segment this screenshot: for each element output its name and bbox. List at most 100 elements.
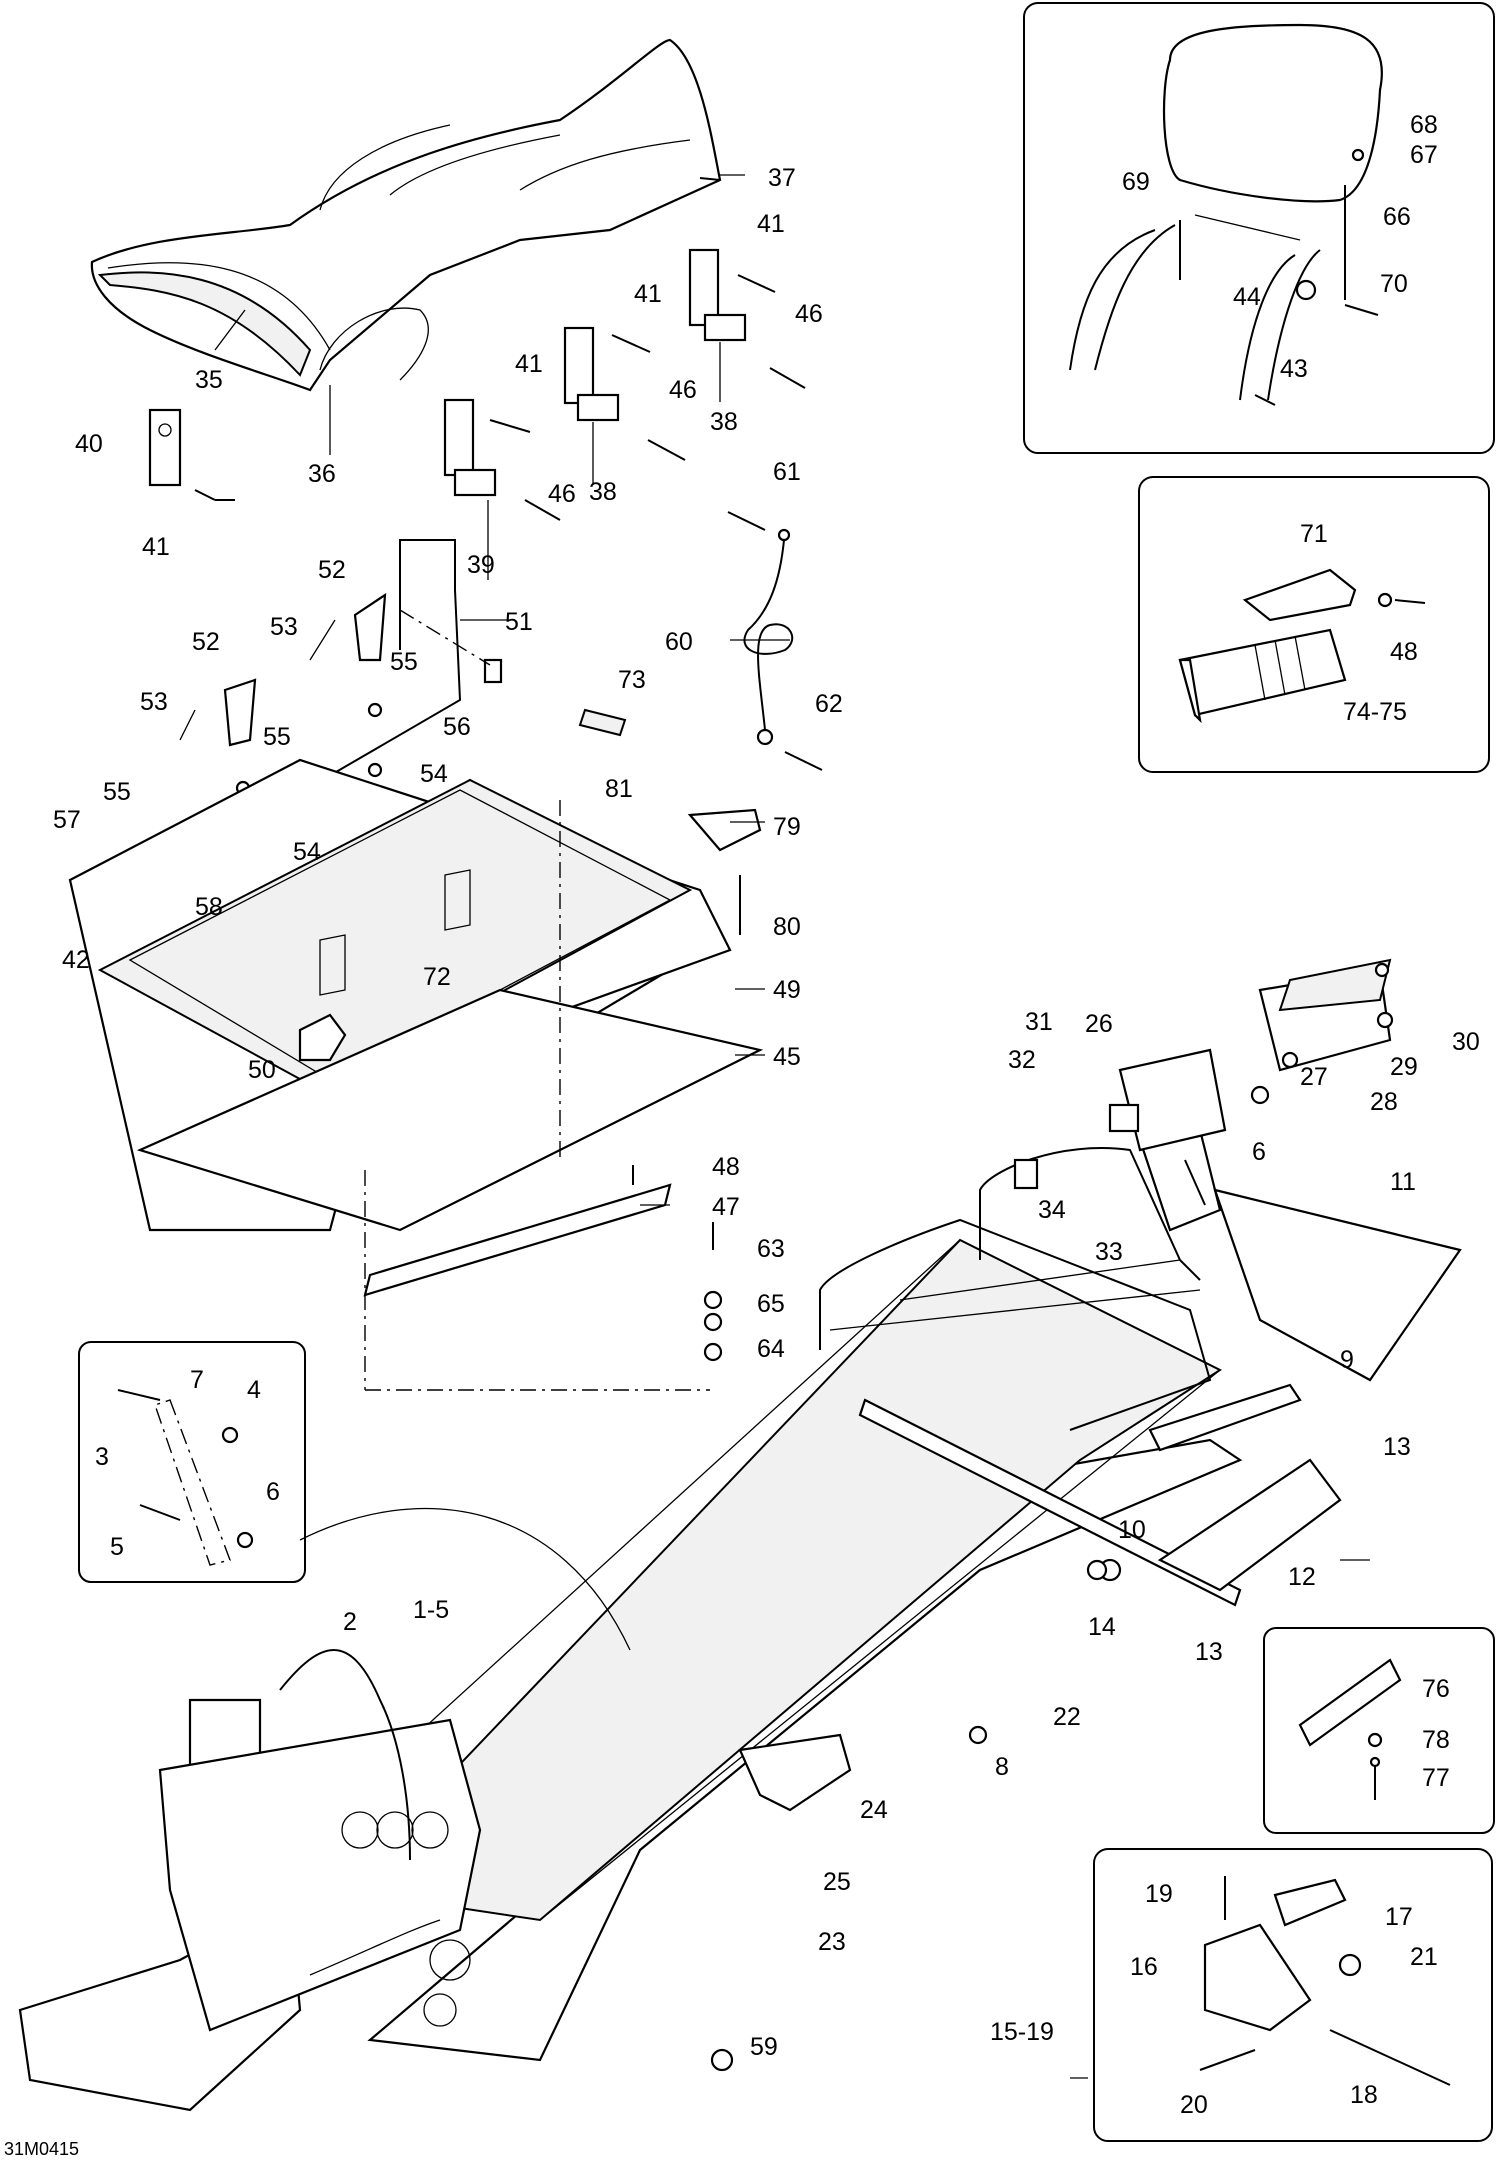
hitch-assembly xyxy=(1199,1876,1451,2086)
callout-19: 19 xyxy=(1145,1880,1173,1908)
callout-63: 63 xyxy=(757,1235,785,1263)
callout-55: 55 xyxy=(263,723,291,751)
leader-lines xyxy=(214,174,1370,2079)
seat-hinge-brackets xyxy=(148,248,806,521)
callout-71: 71 xyxy=(1300,520,1328,548)
storage-compartment xyxy=(68,758,764,1391)
callout-56: 56 xyxy=(443,713,471,741)
callout-6: 6 xyxy=(266,1478,280,1506)
callout-47: 47 xyxy=(712,1193,740,1221)
callout-18: 18 xyxy=(1350,2081,1378,2109)
callout-80: 80 xyxy=(773,913,801,941)
callout-22: 22 xyxy=(1053,1703,1081,1731)
callout-79: 79 xyxy=(773,813,801,841)
shock-bolt-assembly xyxy=(117,1389,254,1566)
callout-2: 2 xyxy=(343,1608,357,1636)
callout-66: 66 xyxy=(1383,203,1411,231)
callout-21: 21 xyxy=(1410,1943,1438,1971)
callout-4: 4 xyxy=(247,1376,261,1404)
backrest-assembly xyxy=(1069,23,1383,406)
callout-81: 81 xyxy=(605,775,633,803)
callout-40: 40 xyxy=(75,430,103,458)
callout-52: 52 xyxy=(192,628,220,656)
callout-48: 48 xyxy=(1390,638,1418,666)
callout-78: 78 xyxy=(1422,1726,1450,1754)
callout-7: 7 xyxy=(190,1366,204,1394)
callout-51: 51 xyxy=(505,608,533,636)
inset-shock-bolt-box xyxy=(78,1341,306,1583)
callout-29: 29 xyxy=(1390,1053,1418,1081)
callout-57: 57 xyxy=(53,806,81,834)
callout-20: 20 xyxy=(1180,2091,1208,2119)
callout-26: 26 xyxy=(1085,1010,1113,1038)
callout-60: 60 xyxy=(665,628,693,656)
tunnel-frame xyxy=(18,1238,1243,2112)
callout-68: 68 xyxy=(1410,111,1438,139)
callout-59: 59 xyxy=(750,2033,778,2061)
callout-73: 73 xyxy=(618,666,646,694)
callout-74-75: 74-75 xyxy=(1343,698,1407,726)
callout-3: 3 xyxy=(95,1443,109,1471)
callout-38: 38 xyxy=(710,408,738,436)
callout-77: 77 xyxy=(1422,1764,1450,1792)
callout-38: 38 xyxy=(589,478,617,506)
callout-41: 41 xyxy=(634,280,662,308)
callout-55: 55 xyxy=(390,648,418,676)
callout-35: 35 xyxy=(195,366,223,394)
callout-33: 33 xyxy=(1095,1238,1123,1266)
callout-28: 28 xyxy=(1370,1088,1398,1116)
callout-15-19: 15-19 xyxy=(990,2018,1054,2046)
callout-64: 64 xyxy=(757,1335,785,1363)
callout-9: 9 xyxy=(1340,1346,1354,1374)
callout-76: 76 xyxy=(1422,1675,1450,1703)
callout-13: 13 xyxy=(1195,1638,1223,1666)
callout-41: 41 xyxy=(142,533,170,561)
inset-bracket-box xyxy=(1263,1627,1495,1834)
callout-42: 42 xyxy=(62,946,90,974)
callout-46: 46 xyxy=(795,300,823,328)
callout-65: 65 xyxy=(757,1290,785,1318)
callout-16: 16 xyxy=(1130,1953,1158,1981)
callout-39: 39 xyxy=(467,551,495,579)
callout-14: 14 xyxy=(1088,1613,1116,1641)
callout-24: 24 xyxy=(860,1796,888,1824)
callout-72: 72 xyxy=(423,963,451,991)
callout-12: 12 xyxy=(1288,1563,1316,1591)
callout-69: 69 xyxy=(1122,168,1150,196)
callout-53: 53 xyxy=(270,613,298,641)
callout-1-5: 1-5 xyxy=(413,1596,449,1624)
callout-31: 31 xyxy=(1025,1008,1053,1036)
callout-53: 53 xyxy=(140,688,168,716)
drawing-code: 31M0415 xyxy=(4,2139,79,2159)
callout-55: 55 xyxy=(103,778,131,806)
callout-67: 67 xyxy=(1410,141,1438,169)
callout-25: 25 xyxy=(823,1868,851,1896)
callout-70: 70 xyxy=(1380,270,1408,298)
callout-44: 44 xyxy=(1233,283,1261,311)
callout-11: 11 xyxy=(1390,1168,1416,1196)
luggage-bag-assembly xyxy=(1178,568,1426,724)
callout-41: 41 xyxy=(515,350,543,378)
callout-45: 45 xyxy=(773,1043,801,1071)
bracket-assembly xyxy=(1298,1658,1402,1800)
callout-8: 8 xyxy=(995,1753,1009,1781)
callout-58: 58 xyxy=(195,893,223,921)
callout-61: 61 xyxy=(773,458,801,486)
callout-30: 30 xyxy=(1452,1028,1480,1056)
callout-10: 10 xyxy=(1118,1516,1146,1544)
callout-37: 37 xyxy=(768,164,796,192)
callout-5: 5 xyxy=(110,1533,124,1561)
callout-49: 49 xyxy=(773,976,801,1004)
callout-54: 54 xyxy=(293,838,321,866)
callout-46: 46 xyxy=(548,480,576,508)
tether-cable xyxy=(727,511,823,771)
callout-43: 43 xyxy=(1280,355,1308,383)
callout-52: 52 xyxy=(318,556,346,584)
rear-rack-bumper xyxy=(819,958,1462,1592)
callout-54: 54 xyxy=(420,760,448,788)
callout-34: 34 xyxy=(1038,1196,1066,1224)
callout-23: 23 xyxy=(818,1928,846,1956)
callout-36: 36 xyxy=(308,460,336,488)
callout-48: 48 xyxy=(712,1153,740,1181)
